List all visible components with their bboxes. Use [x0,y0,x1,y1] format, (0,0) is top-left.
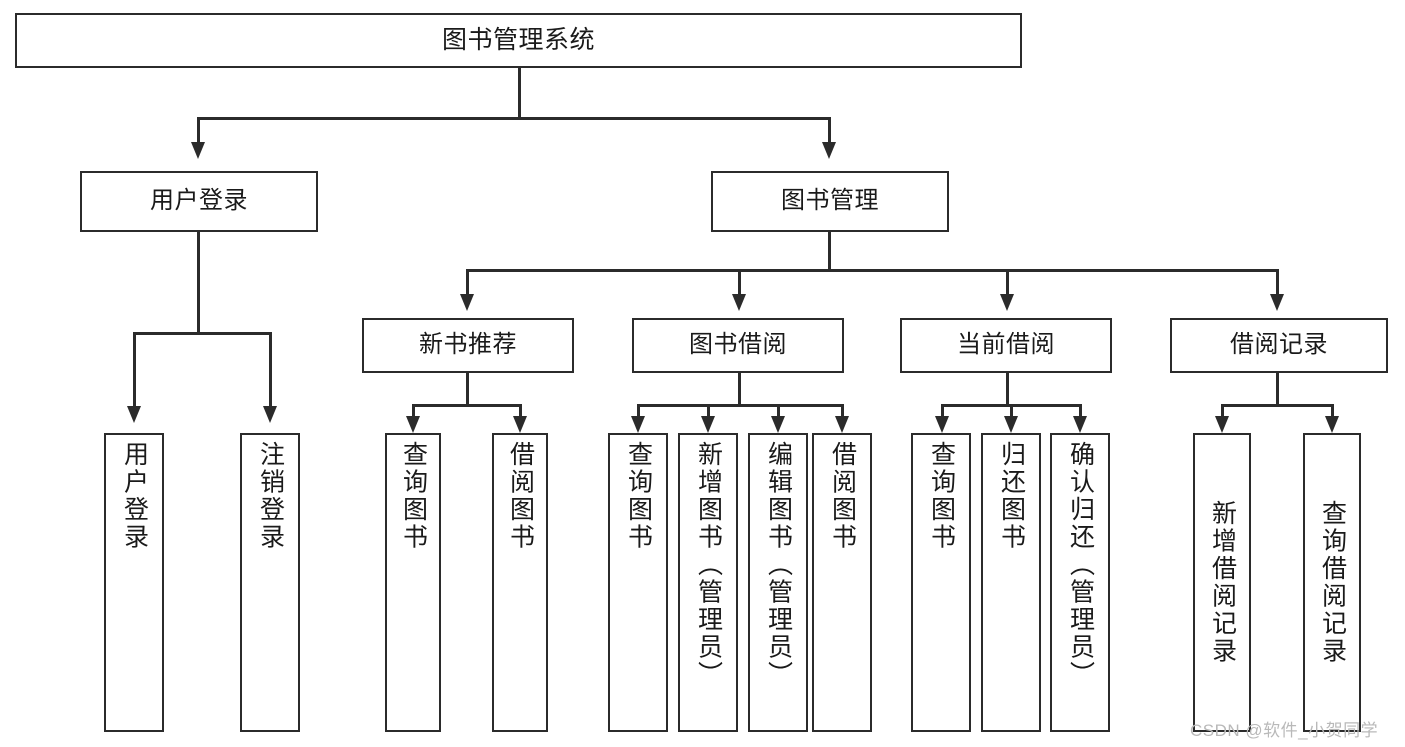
arrowhead-user-login [191,142,205,159]
leaf-query-borrow-record[interactable]: 查询借阅记录 [1303,433,1361,732]
arrowhead-bb-4 [835,416,849,433]
leaf-borrow-query-book[interactable]: 查询图书 [608,433,668,732]
connector-drop-bb-4 [841,404,844,426]
arrowhead-cb-2 [1004,416,1018,433]
node-label: 用户登录 [120,441,149,551]
csdn-watermark: CSDN @软件_小贺同学 [1190,721,1379,740]
connector-drop-br-1 [1221,404,1224,426]
connector-drop-new-book [466,269,469,294]
connector-level2-bus [197,117,831,120]
node-label: 查询借阅记录 [1318,500,1347,665]
node-user-login[interactable]: 用户登录 [80,171,318,232]
node-label: 借阅图书 [506,441,535,551]
connector-borrow-record-stem [1276,373,1279,406]
leaf-current-confirm-return[interactable]: 确认归还（管理员） [1050,433,1110,732]
leaf-current-return-book[interactable]: 归还图书 [981,433,1041,732]
connector-book-borrow-bus [637,404,842,407]
arrowhead-login-1 [127,406,141,423]
node-label: 借阅图书 [828,441,857,551]
node-label: 图书管理 [781,187,879,215]
connector-user-login-bus [133,332,272,335]
leaf-borrow-add-book[interactable]: 新增图书（管理员） [678,433,738,732]
leaf-add-borrow-record[interactable]: 新增借阅记录 [1193,433,1251,732]
node-label: 查询图书 [624,441,653,551]
node-label: 归还图书 [997,441,1026,551]
connector-drop-book-borrow [738,269,741,294]
node-book-management[interactable]: 图书管理 [711,171,949,232]
arrowhead-cb-1 [935,416,949,433]
leaf-new-book-query[interactable]: 查询图书 [385,433,441,732]
connector-drop-br-2 [1331,404,1334,426]
arrowhead-br-2 [1325,416,1339,433]
node-label: 当前借阅 [957,331,1055,359]
connector-drop-cb-2 [1010,404,1013,426]
node-label: 图书借阅 [689,331,787,359]
connector-drop-current-borrow [1006,269,1009,294]
leaf-new-book-borrow[interactable]: 借阅图书 [492,433,548,732]
node-label: 查询图书 [399,441,428,551]
node-book-borrow[interactable]: 图书借阅 [632,318,844,373]
arrowhead-nb-2 [513,416,527,433]
connector-root-stem [518,68,521,119]
node-new-book-recommend[interactable]: 新书推荐 [362,318,574,373]
arrowhead-bb-3 [771,416,785,433]
node-label: 确认归还（管理员） [1066,441,1095,689]
arrowhead-cb-3 [1073,416,1087,433]
connector-current-borrow-stem [1006,373,1009,406]
node-label: 新书推荐 [419,331,517,359]
node-label: 新增图书（管理员） [694,441,723,689]
connector-drop-cb-3 [1079,404,1082,426]
leaf-logout[interactable]: 注销登录 [240,433,300,732]
connector-drop-bb-2 [707,404,710,426]
arrowhead-nb-1 [406,416,420,433]
arrowhead-book-borrow [732,294,746,311]
node-label: 注销登录 [256,441,285,551]
connector-drop-bb-3 [777,404,780,426]
node-label: 用户登录 [150,187,248,215]
leaf-user-login[interactable]: 用户登录 [104,433,164,732]
node-label: 借阅记录 [1230,331,1328,359]
node-label: 图书管理系统 [441,25,595,54]
arrowhead-br-1 [1215,416,1229,433]
connector-drop-nb-2 [519,404,522,426]
connector-user-login-stem [197,232,200,334]
connector-borrow-record-bus [1221,404,1334,407]
connector-drop-login-2 [269,332,272,406]
arrowhead-borrow-record [1270,294,1284,311]
connector-drop-user-login [197,117,200,142]
leaf-current-query-book[interactable]: 查询图书 [911,433,971,732]
node-current-borrow[interactable]: 当前借阅 [900,318,1112,373]
connector-new-book-stem [466,373,469,406]
connector-drop-borrow-record [1276,269,1279,294]
connector-new-book-bus [412,404,522,407]
connector-drop-book-manage [828,117,831,142]
leaf-borrow-edit-book[interactable]: 编辑图书（管理员） [748,433,808,732]
arrowhead-bb-1 [631,416,645,433]
node-borrow-record[interactable]: 借阅记录 [1170,318,1388,373]
leaf-borrow-borrow-book[interactable]: 借阅图书 [812,433,872,732]
node-label: 查询图书 [927,441,956,551]
connector-drop-nb-1 [412,404,415,426]
arrowhead-bb-2 [701,416,715,433]
arrowhead-current-borrow [1000,294,1014,311]
connector-level3-bus [466,269,1278,272]
connector-drop-bb-1 [637,404,640,426]
node-root-system[interactable]: 图书管理系统 [15,13,1022,68]
node-label: 新增借阅记录 [1208,500,1237,665]
arrowhead-login-2 [263,406,277,423]
arrowhead-book-manage [822,142,836,159]
connector-book-manage-stem [828,232,831,271]
node-label: 编辑图书（管理员） [764,441,793,689]
connector-book-borrow-stem [738,373,741,406]
arrowhead-new-book [460,294,474,311]
connector-drop-login-1 [133,332,136,406]
connector-drop-cb-1 [941,404,944,426]
